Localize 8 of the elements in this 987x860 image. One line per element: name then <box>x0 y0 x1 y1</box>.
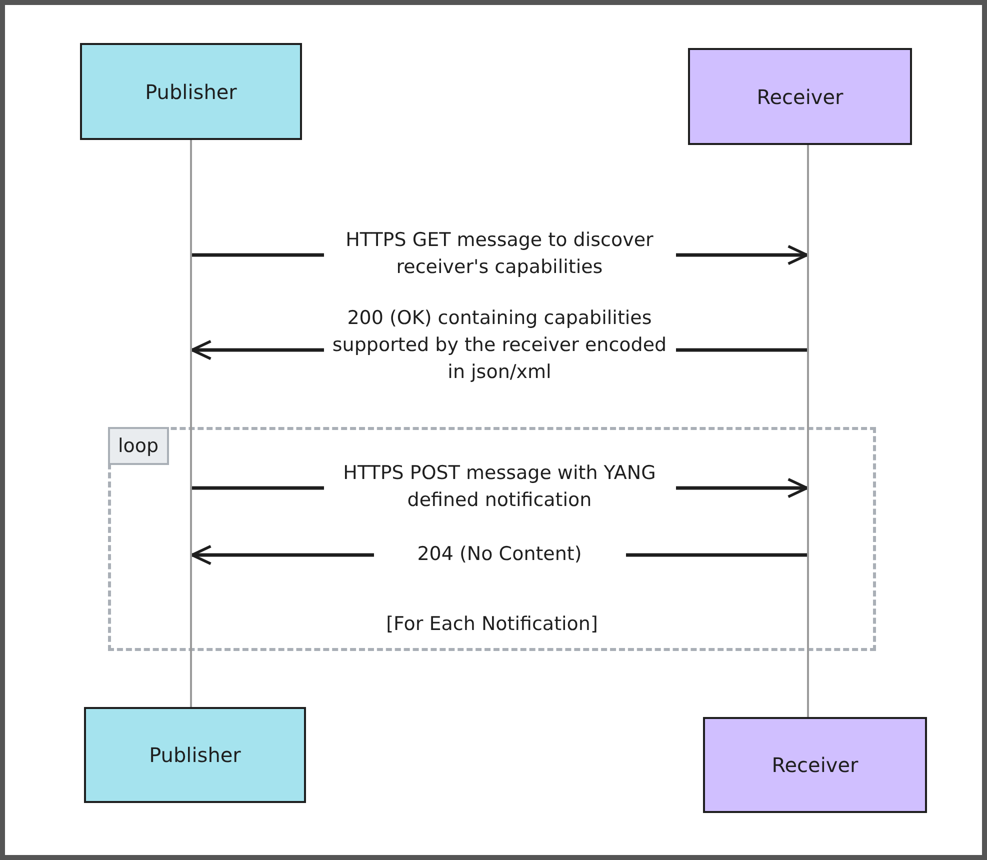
participant-box: Publisher <box>84 707 306 803</box>
participant-box: Publisher <box>80 43 302 140</box>
participant-box: Receiver <box>703 717 927 813</box>
loop-tag: loop <box>108 427 169 465</box>
lifeline <box>807 145 809 717</box>
lifeline <box>190 140 192 707</box>
loop-condition: [For Each Notification] <box>386 613 598 635</box>
participant-box: Receiver <box>688 48 912 145</box>
